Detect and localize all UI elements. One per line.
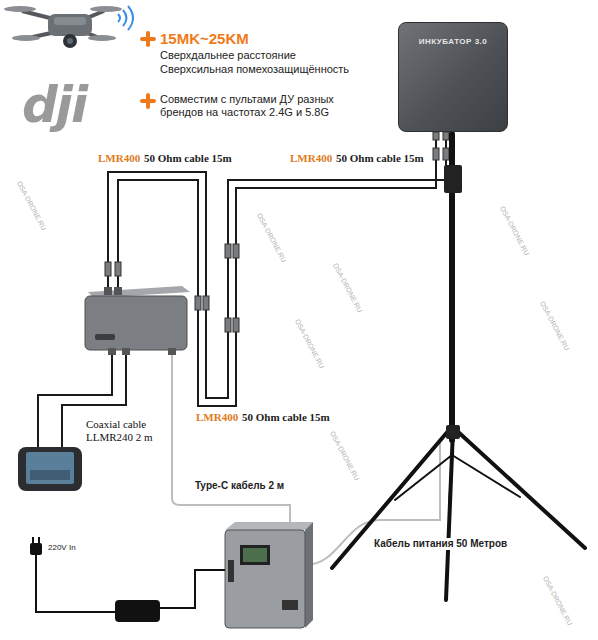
type-c-cable [172, 355, 290, 525]
feature-text: Сверхдальнее расстояние [160, 49, 296, 62]
drone [4, 6, 122, 48]
cable-spec: 50 Ohm cable 15m [336, 152, 424, 165]
watermark: OSA-DRONE.RU [498, 205, 531, 257]
cable-type: LMR400 [290, 152, 332, 165]
orange-cross [142, 33, 154, 107]
panel-label: ИНКУБАТОР 3.0 [399, 37, 507, 47]
feature-text: Сверхсильная помехозащищённость [160, 63, 349, 76]
cable-label: Type-C кабель 2 м [195, 480, 284, 492]
remote-controller [18, 447, 82, 491]
mast-clamp [446, 425, 460, 439]
signal-hub [85, 286, 190, 355]
watermark: OSA-DRONE.RU [255, 212, 288, 264]
range-heading: 15MK~25KM [160, 30, 249, 48]
power-input-label: 220V In [48, 543, 76, 553]
lmr400-cable [108, 140, 446, 406]
antenna-panel: ИНКУБАТОР 3.0 [398, 22, 508, 132]
watermark: OSA-DRONE.RU [15, 180, 48, 232]
feature-text: Совместим с пультами ДУ разных брендов н… [160, 93, 365, 119]
power-adapter [30, 537, 225, 622]
watermark: OSA-DRONE.RU [538, 300, 571, 352]
cable-type: LMR400 [196, 411, 238, 424]
brand-logo: dji [22, 80, 86, 130]
tripod [332, 134, 585, 600]
watermark: OSA-DRONE.RU [331, 262, 364, 314]
watermark: OSA-DRONE.RU [293, 318, 326, 370]
mast-bracket [444, 165, 462, 193]
watermark: OSA-DRONE.RU [541, 575, 574, 627]
cable-spec: 50 Ohm cable 15m [242, 411, 330, 424]
cable-type: LMR400 [98, 152, 140, 165]
cable-label: Кабель питания 50 Метров [372, 538, 509, 550]
cable-label: Coaxial cable LLMR240 2 m [86, 418, 168, 444]
battery-pack [225, 522, 313, 628]
signal-waves [118, 6, 133, 30]
cable-spec: 50 Ohm cable 15m [144, 152, 232, 165]
watermark: OSA-DRONE.RU [328, 430, 361, 482]
